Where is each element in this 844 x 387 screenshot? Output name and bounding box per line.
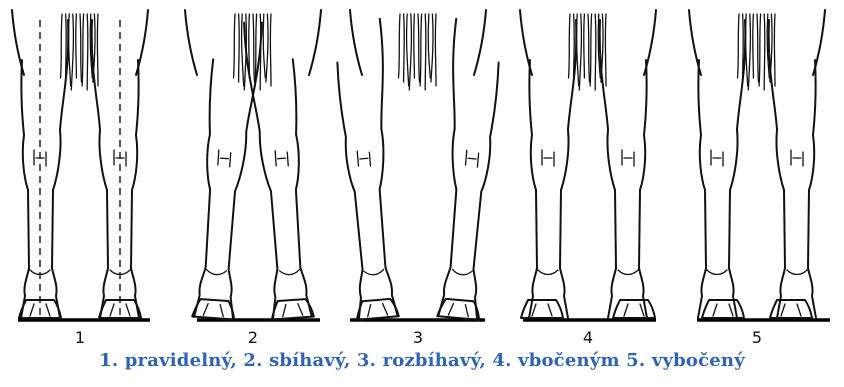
leg-left: [192, 19, 262, 320]
leg-panel-4: 4: [520, 10, 656, 345]
leg-panel-5: 5: [689, 10, 830, 345]
leg-panel-3: 3: [331, 10, 505, 345]
leg-left: [521, 20, 576, 318]
panel-number: 3: [413, 328, 423, 345]
leg-panel-2: 2: [185, 10, 321, 345]
figure-caption: 1. pravidelný, 2. sbíhavý, 3. rozbíhavý,…: [0, 350, 844, 371]
hoof: [355, 298, 398, 320]
leg-right: [430, 19, 505, 320]
body-outline-right: [309, 10, 321, 75]
body-outline-right: [474, 10, 486, 75]
leg-right: [92, 20, 141, 320]
leg-left: [331, 19, 406, 320]
panel-number: 2: [248, 328, 258, 345]
hoof: [521, 300, 563, 318]
body-outline-left: [350, 10, 362, 75]
hoof: [271, 299, 314, 320]
leg-right: [600, 20, 655, 318]
panel-number: 5: [752, 328, 762, 345]
leg-right: [769, 20, 816, 318]
hoof: [437, 298, 480, 320]
panel-number: 4: [583, 328, 593, 345]
hoof: [770, 300, 812, 318]
panel-number: 1: [75, 328, 85, 345]
legs-illustration: 1 2 3 4 5: [0, 0, 844, 345]
body-outline-left: [185, 10, 197, 75]
hoof: [613, 300, 655, 318]
tail-hair: [234, 14, 272, 90]
hoof: [192, 299, 235, 320]
leg-panel-1: 1: [12, 10, 150, 345]
tail-hair: [399, 14, 437, 90]
hoof: [702, 300, 744, 318]
